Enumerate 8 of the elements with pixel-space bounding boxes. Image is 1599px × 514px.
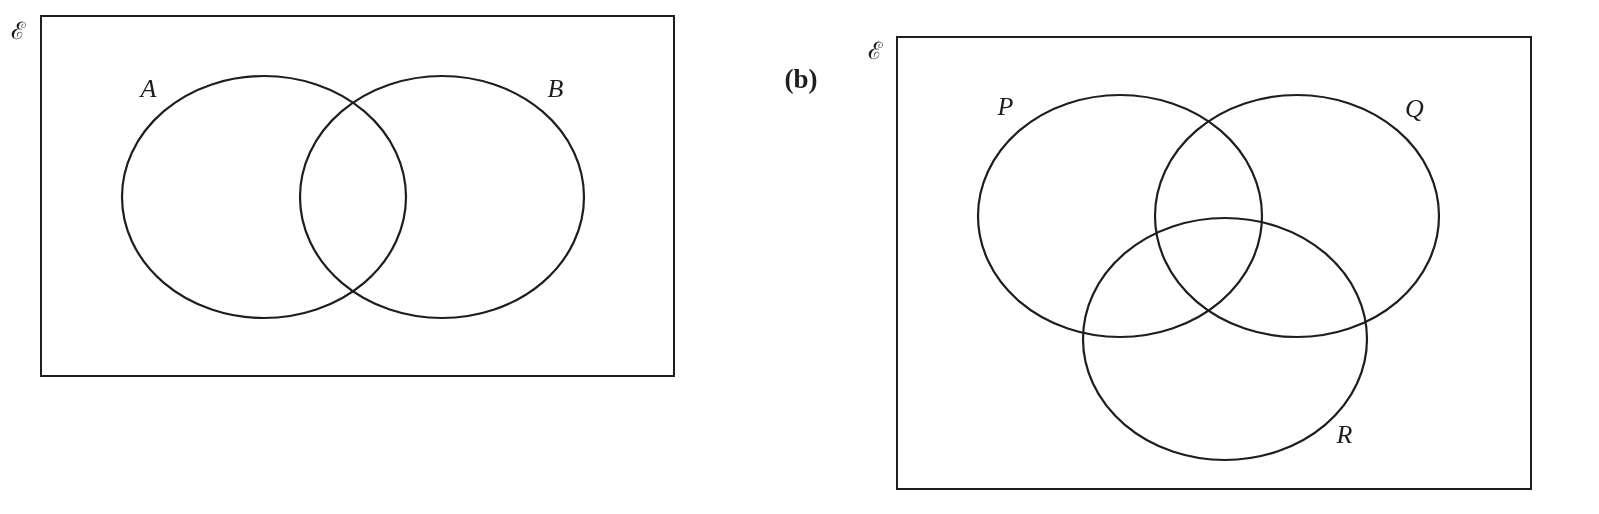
set-label: Q	[1405, 95, 1424, 122]
set-label: P	[997, 93, 1014, 120]
set-label: R	[1336, 421, 1353, 448]
set-label: A	[140, 75, 157, 102]
universal-set-symbol: ℰ	[867, 38, 882, 63]
set-label: B	[547, 75, 564, 102]
part-label: (b)	[784, 65, 818, 93]
universal-set-symbol: ℰ	[10, 18, 25, 43]
